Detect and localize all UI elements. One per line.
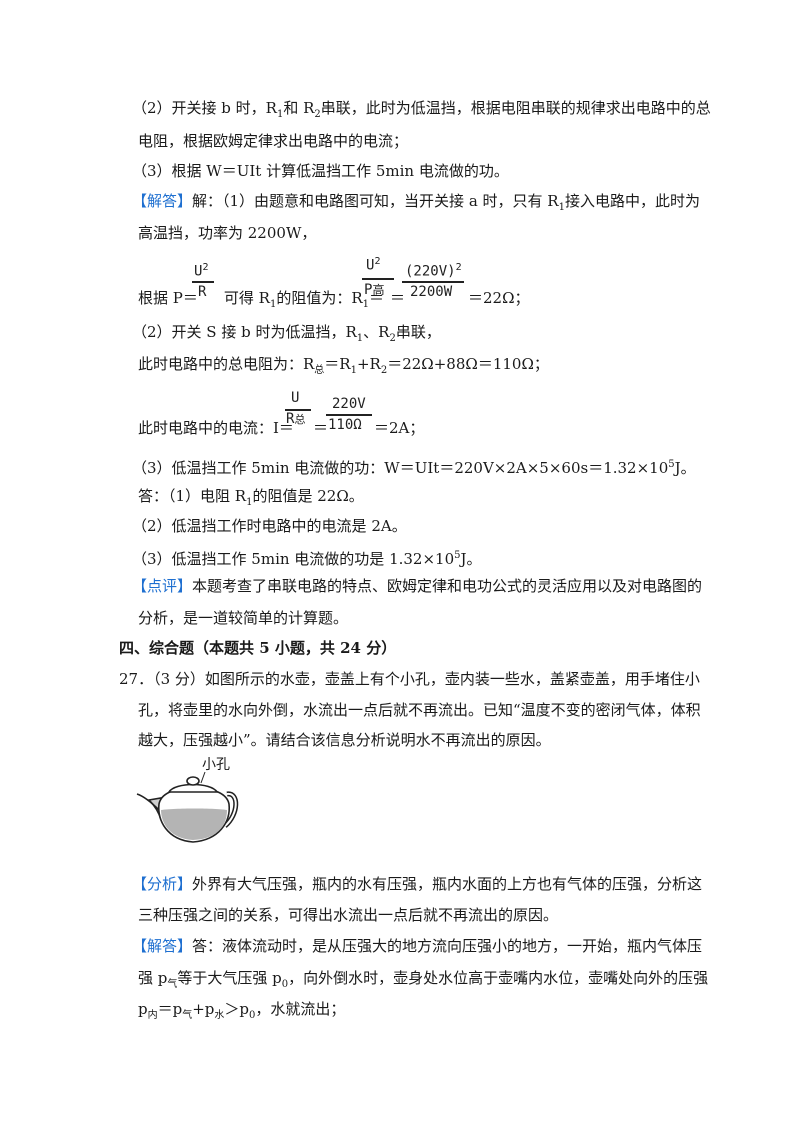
frac5-bar [326,414,372,416]
part3-line: （3）低温挡工作 5min 电流做的功：W＝UIt＝220V×2A×5×60s＝… [132,459,696,477]
frac2-den: P高 [364,282,385,298]
frac4-bar [285,409,311,411]
answer-tag: 【解答】 [132,937,193,955]
formula-2-result: ＝2A； [374,419,425,437]
frac5-num: 220V [332,396,366,412]
q27-answer-line-1: 【解答】答：液体流动时，是从压强大的地方流向压强小的地方，一开始，瓶内气体压 [132,937,703,955]
frac4-num: U [291,390,300,406]
frac1-den: R [198,284,207,300]
text: 串联，此时为低温挡，根据电阻串联的规律求出电路中的总 [320,99,711,117]
answer-line-2: 高温挡，功率为 2200W， [138,224,317,242]
analysis-tag: 【分析】 [132,875,193,893]
q27-answer-line-2: 强 p气等于大气压强 p0，向外倒水时，壶身处水位高于壶嘴内水位，壶嘴处向外的压… [138,969,709,990]
frac1-bar [192,281,214,283]
answer-tag: 【解答】 [132,192,193,210]
answer-summary-3: （3）低温挡工作 5min 电流做的功是 1.32×105J。 [132,550,482,568]
frac4-den: R总 [286,411,306,427]
q27-line-2: 孔，将壶里的水向外倒，水流出一点后就不再流出。已知“温度不变的密闭气体，体积 [138,701,701,719]
answer-summary-2: （2）低温挡工作时电路中的电流是 2A。 [132,517,407,535]
text: 和 R [283,99,315,117]
formula-2-text: 此时电路中的电流：I＝ [138,419,294,437]
frac3-bar [402,281,464,283]
analysis-line-3: （3）根据 W＝UIt 计算低温挡工作 5min 电流做的功。 [132,162,509,180]
formula-1-result: ＝22Ω； [468,289,530,307]
kettle-icon [136,771,239,843]
analysis-line-2: （2）开关接 b 时，R1和 R2串联，此时为低温挡，根据电阻串联的规律求出电路… [132,98,711,125]
frac2-bar [362,278,394,280]
q27-answer-line-3: p内＝p气+p水＞p0，水就流出； [138,1000,346,1021]
part2-line-2: 此时电路中的总电阻为：R总＝R1+R2＝22Ω+88Ω＝110Ω； [138,355,549,376]
answer-summary-1: 答：（1）电阻 R1的阻值是 22Ω。 [138,487,364,508]
q27-line-1: 27．（3 分）如图所示的水壶，壶盖上有个小孔，壶内装一些水，盖紧壶盖，用手堵住… [119,670,700,688]
sub: 2 [314,109,321,120]
formula-2-eq: ＝ [313,419,329,437]
q27-analysis-line-2: 三种压强之间的关系，可得出水流出一点后就不再流出的原因。 [138,906,559,924]
analysis-line-2-cont: 电阻，根据欧姆定律求出电路中的电流； [138,132,409,150]
q27-analysis-line-1: 【分析】外界有大气压强，瓶内的水有压强，瓶内水面的上方也有气体的压强，分析这 [132,875,703,893]
comment-line-2: 分析，是一道较简单的计算题。 [138,609,349,627]
small-hole-label: 小孔 [202,757,230,773]
q27-line-3: 越大，压强越小”。请结合该信息分析说明水不再流出的原因。 [138,731,551,749]
frac3-num: (220V)2 [405,262,462,280]
comment-tag: 【点评】 [132,577,193,595]
text: 解：（1）由题意和电路图可知，当开关接 a 时，只有 R [192,192,559,210]
sub: 1 [276,109,284,120]
frac1-num: U2 [194,262,209,280]
frac5-den: 110Ω [328,417,362,433]
section-title: 四、综合题（本题共 5 小题，共 24 分） [119,639,397,657]
sub: 1 [558,202,565,213]
text: （2）开关接 b 时，R [132,99,277,117]
part2-line-1: （2）开关 S 接 b 时为低温挡，R1、R2串联， [132,323,441,344]
frac2-num: U2 [366,256,381,274]
frac3-den: 2200W [410,284,453,300]
formula-1-eq2: ＝ [390,289,406,307]
formula-1-text: 根据 P＝可得 R1的阻值为：R1＝ [138,289,384,310]
comment-line-1: 【点评】本题考查了串联电路的特点、欧姆定律和电功公式的灵活应用以及对电路图的 [132,577,703,595]
kettle-figure: 小孔 [135,750,245,850]
text: 接入电路中，此时为 [564,192,700,210]
answer-line-1: 【解答】解：（1）由题意和电路图可知，当开关接 a 时，只有 R1接入电路中，此… [132,191,700,218]
